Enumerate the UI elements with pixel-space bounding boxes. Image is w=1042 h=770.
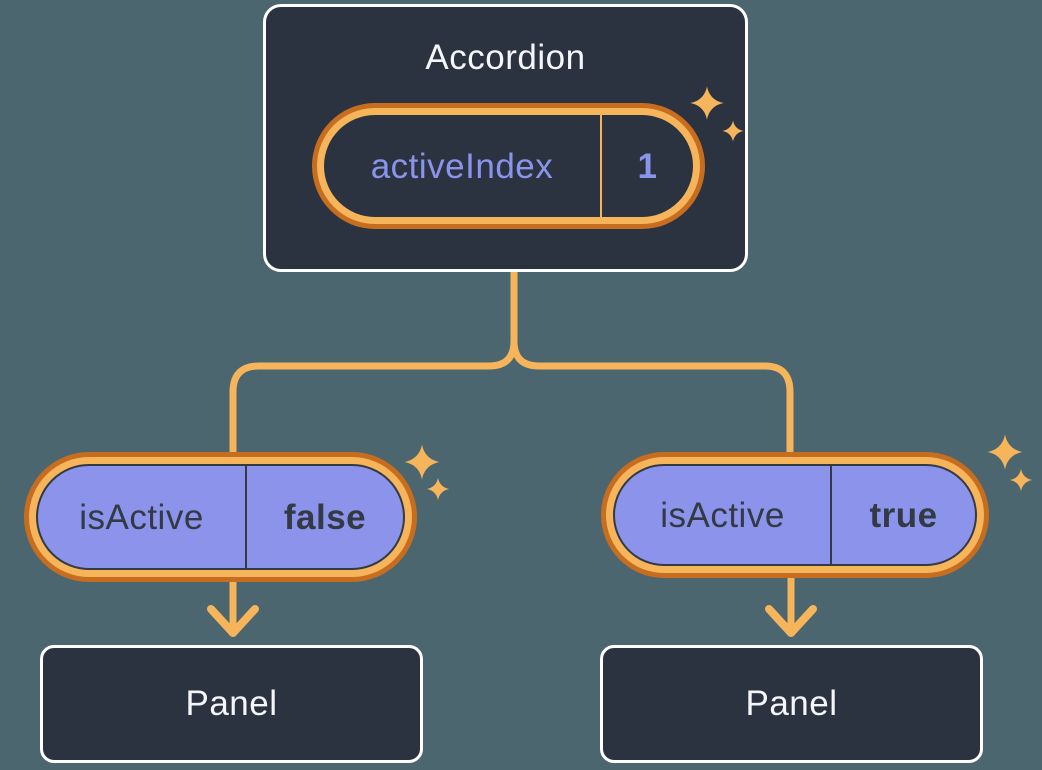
prop-pill-value: true: [869, 495, 938, 535]
panel-title: Panel: [745, 684, 838, 723]
prop-pill-isactive-left: isActive false: [24, 452, 417, 582]
connector-left-branch: [229, 268, 518, 456]
prop-pill-ring: isActive true: [606, 457, 984, 573]
state-pill-divider: [600, 115, 602, 217]
sparkles-icon: [987, 434, 1033, 492]
down-arrow-icon: [207, 578, 259, 637]
prop-pill-isactive-right: isActive true: [601, 452, 989, 578]
panel-title: Panel: [185, 684, 278, 723]
prop-pill-key: isActive: [660, 495, 785, 535]
prop-pill-divider: [830, 466, 832, 564]
state-pill-key: activeIndex: [370, 146, 554, 186]
prop-pill-value: false: [283, 497, 367, 537]
prop-pill-ring: isActive false: [29, 457, 412, 577]
state-pill-value: 1: [637, 146, 658, 186]
prop-pill-key: isActive: [79, 497, 204, 537]
state-pill: activeIndex 1: [312, 103, 705, 229]
down-arrow-icon: [765, 574, 817, 637]
connector-right-branch: [510, 268, 794, 456]
panel-node-left: Panel: [40, 645, 423, 763]
state-pill-ring: activeIndex 1: [317, 108, 700, 224]
accordion-title: Accordion: [425, 38, 586, 77]
prop-pill-divider: [245, 466, 247, 568]
panel-node-right: Panel: [600, 645, 983, 763]
